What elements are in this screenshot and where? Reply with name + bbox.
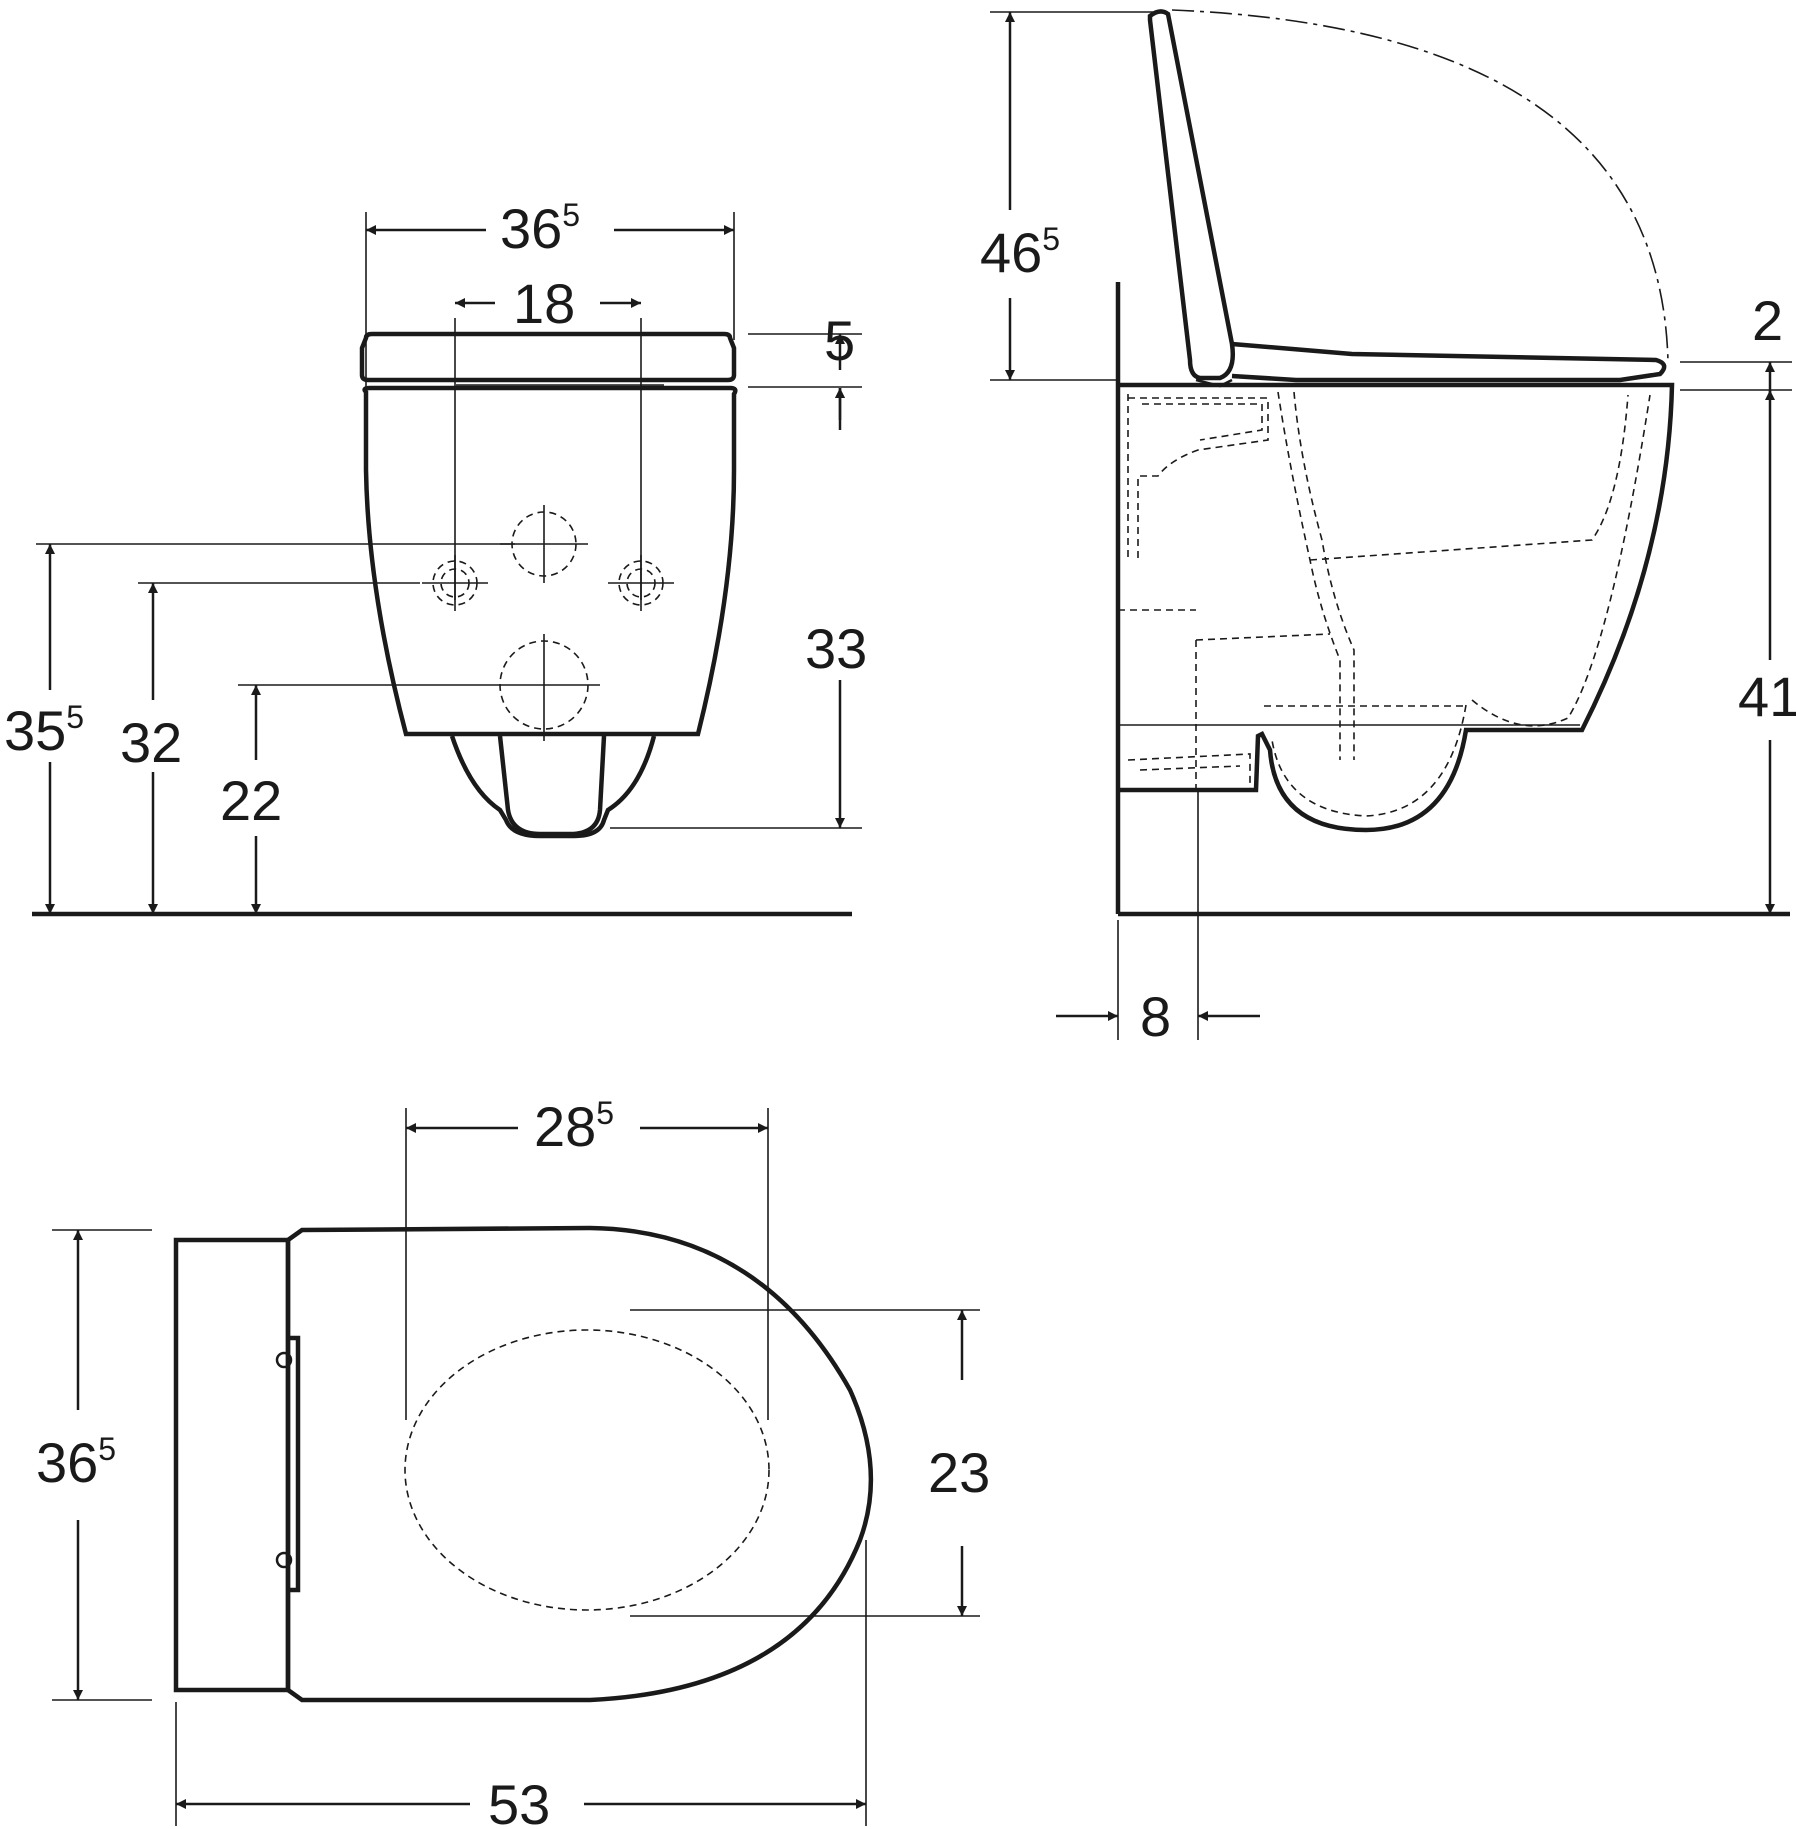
top-seat [286, 1225, 874, 1703]
side-view: 465 2 41 8 [980, 9, 1796, 1048]
front-outlet [449, 735, 657, 839]
front-seat [359, 331, 737, 383]
dim-front-outlet-height: 22 [220, 769, 282, 832]
side-internal-channels [1118, 391, 1651, 817]
dim-side-rim-height: 41 [1738, 665, 1796, 728]
top-hinge [285, 1240, 301, 1690]
top-opening [404, 1329, 770, 1611]
front-view: 365 18 5 33 355 32 22 [4, 197, 867, 917]
top-view: 285 365 23 53 [36, 1095, 990, 1829]
dim-top-total-length: 53 [488, 1773, 550, 1829]
outlet-hole [488, 634, 600, 741]
dim-front-fixing-height-upper: 355 [4, 699, 84, 762]
raised-lid [1147, 9, 1235, 381]
dim-front-bowl-height: 33 [805, 617, 867, 680]
dim-side-wall-distance: 8 [1140, 985, 1171, 1048]
dim-top-opening-length: 23 [928, 1441, 990, 1504]
dim-top-total-width: 365 [36, 1431, 116, 1494]
dim-side-seat-offset: 2 [1752, 289, 1783, 352]
side-seat [1231, 341, 1667, 383]
dim-front-fixing-spacing: 18 [513, 272, 575, 335]
top-wall-plate [173, 1237, 291, 1693]
side-bowl [1118, 382, 1675, 833]
dim-top-opening-width: 285 [534, 1095, 614, 1158]
dim-front-total-width: 365 [500, 197, 580, 260]
lid-swing-arc [1171, 9, 1669, 363]
dim-side-lid-height: 465 [980, 221, 1060, 284]
front-bowl [362, 385, 738, 737]
dim-front-fixing-height-lower: 32 [120, 711, 182, 774]
dim-front-seat-thickness: 5 [824, 309, 855, 372]
